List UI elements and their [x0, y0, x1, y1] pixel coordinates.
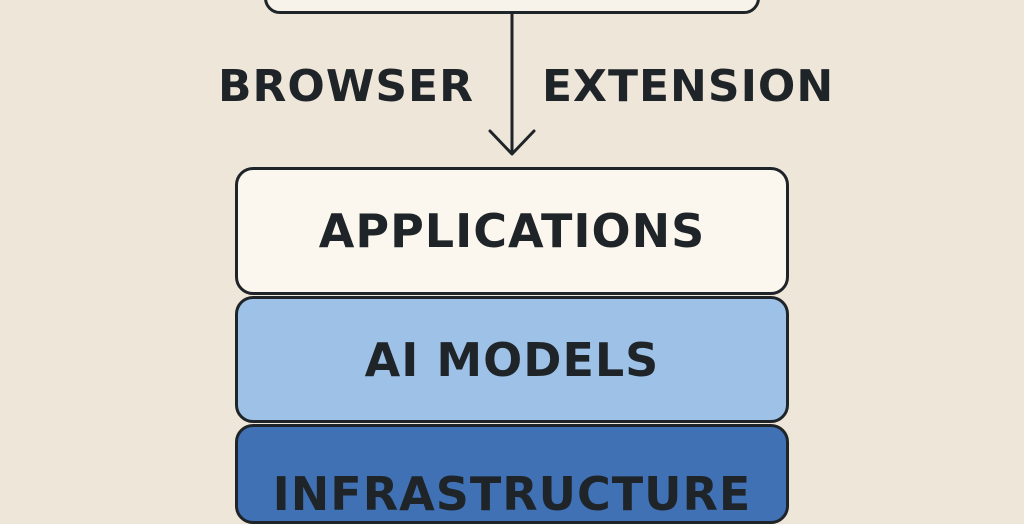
top-box: [264, 0, 760, 14]
architecture-diagram: BROWSER EXTENSION APPLICATIONS AI MODELS…: [218, 0, 835, 524]
layer-infrastructure: INFRASTRUCTURE: [235, 424, 789, 524]
layer-ai-models: AI MODELS: [235, 296, 789, 423]
edge-label-browser: BROWSER: [218, 61, 474, 112]
edge-label-extension: EXTENSION: [542, 61, 835, 112]
layer-infrastructure-label: INFRASTRUCTURE: [272, 467, 752, 521]
arrowhead: [488, 129, 536, 156]
layer-applications: APPLICATIONS: [235, 167, 789, 295]
layer-applications-label: APPLICATIONS: [318, 204, 706, 258]
layer-ai-models-label: AI MODELS: [364, 332, 660, 387]
